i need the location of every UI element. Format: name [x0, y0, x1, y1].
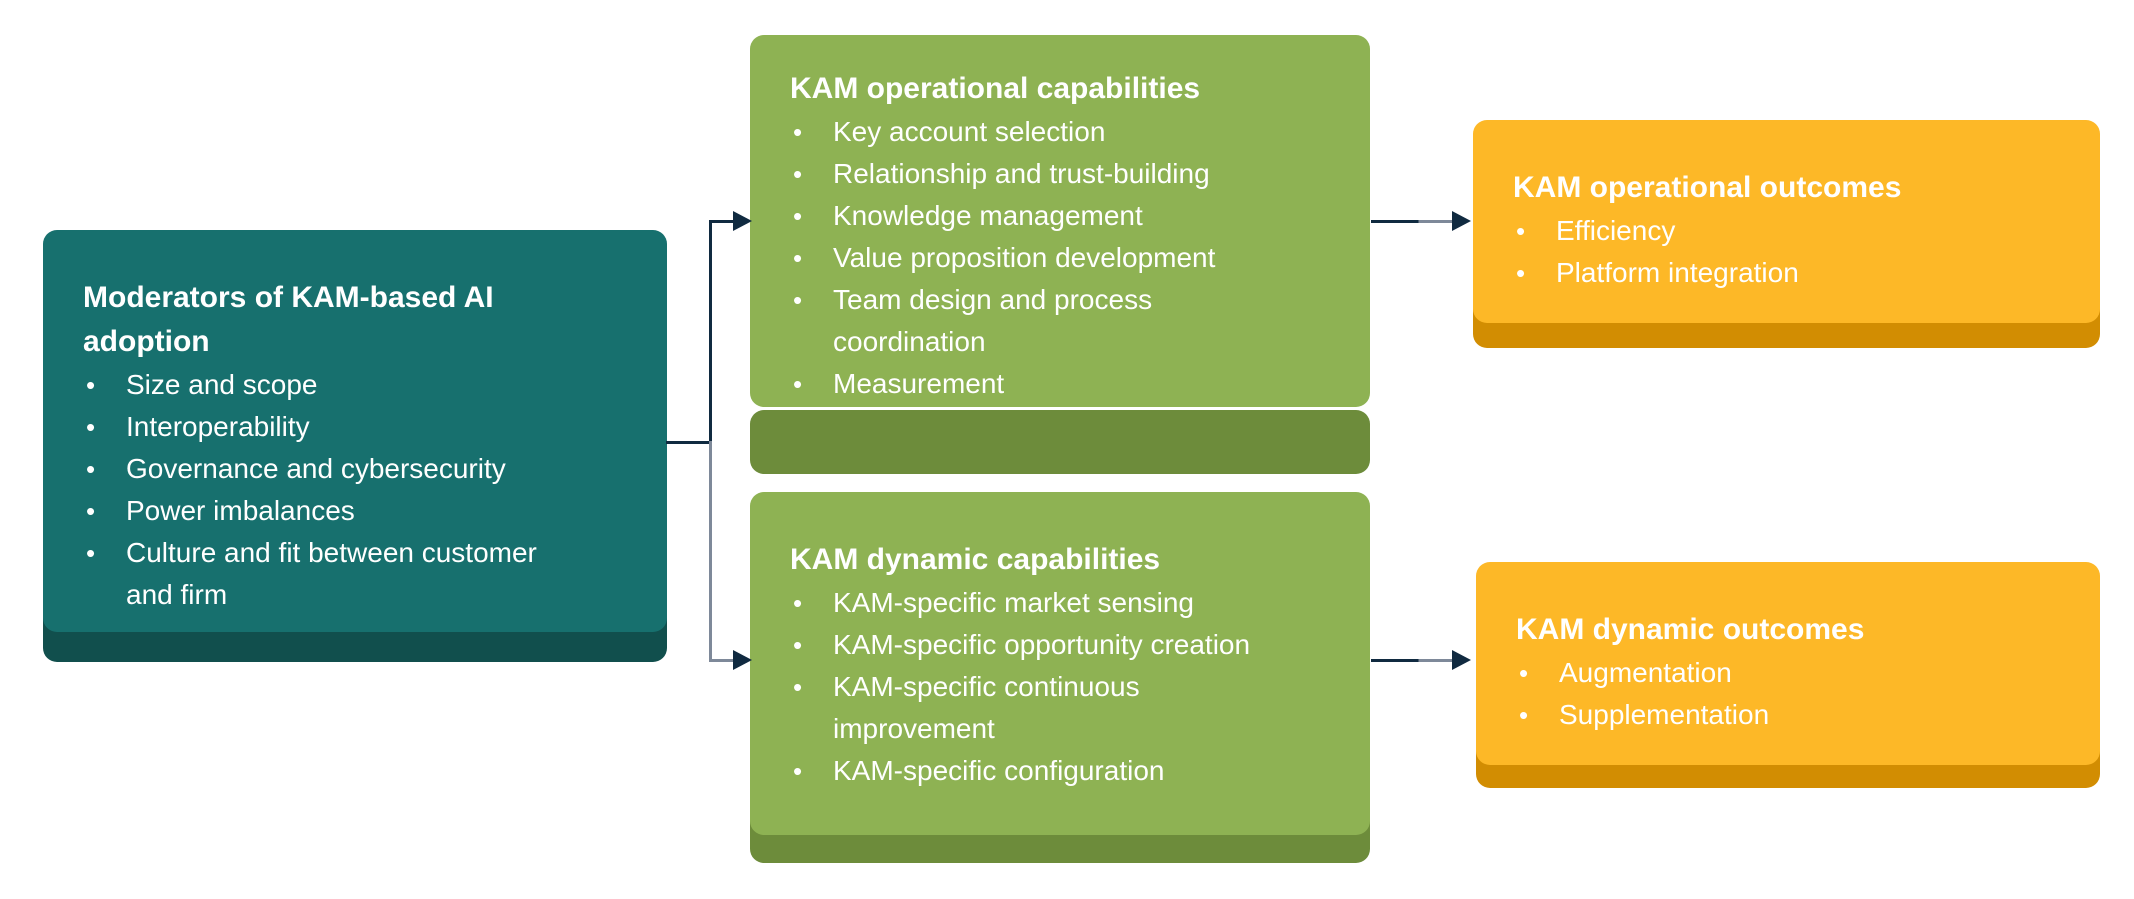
bullet-text: Governance and cybersecurity: [126, 453, 506, 484]
bullet-marker-icon: •: [86, 496, 96, 526]
connector-moderators-stub: [666, 441, 710, 444]
moderators-box: Moderators of KAM-based AI adoption • Siz…: [43, 230, 667, 662]
bullet-marker-icon: •: [793, 672, 803, 702]
bullet-item: • Efficiency: [1513, 210, 2050, 252]
bullet-text: KAM-specific market sensing: [833, 587, 1195, 618]
operational-capabilities-box-face: KAM operational capabilities • Key accoun…: [750, 35, 1370, 407]
bullet-marker-icon: •: [793, 369, 803, 399]
arrowhead-icon-operational-capabilities: [733, 211, 752, 231]
bullet-text: Relationship and trust-building: [833, 158, 1210, 189]
bullet-item: • Knowledge management: [790, 195, 1253, 237]
dynamic-capabilities-box: KAM dynamic capabilities • KAM-specific m…: [750, 492, 1370, 863]
dynamic-outcomes-box: KAM dynamic outcomes • Augmentation • Suppl…: [1476, 562, 2100, 788]
bullet-item: • Value proposition development: [790, 237, 1253, 279]
connector-dynamic-capabilities-to-outcomes: [1371, 659, 1453, 662]
arrowhead-icon-dynamic-capabilities: [733, 650, 752, 670]
connector-to-operational-capabilities: [711, 220, 735, 223]
dynamic-capabilities-box-face: KAM dynamic capabilities • KAM-specific m…: [750, 492, 1370, 835]
dynamic-capabilities-bullet-list: • KAM-specific market sensing • KAM-specifi…: [790, 582, 1253, 792]
operational-outcomes-box: KAM operational outcomes • Efficiency • Pla…: [1473, 120, 2100, 348]
bullet-item: • Key account selection: [790, 111, 1253, 153]
bullet-text: Supplementation: [1559, 699, 1770, 730]
bullet-text: Augmentation: [1559, 657, 1732, 688]
bullet-text: Key account selection: [833, 116, 1106, 147]
bullet-item: • Supplementation: [1516, 694, 2050, 736]
bullet-marker-icon: •: [1516, 258, 1526, 288]
dynamic-capabilities-box-title: KAM dynamic capabilities: [790, 543, 1161, 576]
bullet-marker-icon: •: [793, 117, 803, 147]
dynamic-outcomes-box-title: KAM dynamic outcomes: [1516, 613, 1865, 646]
bullet-item: • Augmentation: [1516, 652, 2050, 694]
arrowhead-icon-dynamic-outcomes: [1452, 650, 1471, 670]
bullet-text: Power imbalances: [126, 495, 355, 526]
bullet-item: • KAM-specific market sensing: [790, 582, 1253, 624]
bullet-marker-icon: •: [793, 243, 803, 273]
bullet-marker-icon: •: [793, 201, 803, 231]
bullet-item: • KAM-specific configuration: [790, 750, 1253, 792]
bullet-text: Measurement: [833, 368, 1005, 399]
bullet-marker-icon: •: [793, 756, 803, 786]
bullet-marker-icon: •: [86, 538, 96, 568]
bullet-text: Value proposition development: [833, 242, 1216, 273]
bullet-text: Size and scope: [126, 369, 318, 400]
bullet-text: Interoperability: [126, 411, 310, 442]
moderators-box-title: Moderators of KAM-based AI adoption: [83, 281, 494, 358]
bullet-marker-icon: •: [793, 159, 803, 189]
bullet-item: • KAM-specific opportunity creation: [790, 624, 1253, 666]
bullet-text: Knowledge management: [833, 200, 1143, 231]
bullet-text: Culture and fit between customer and fir…: [126, 537, 537, 610]
operational-capabilities-box-title: KAM operational capabilities: [790, 72, 1201, 105]
connector-operational-capabilities-to-outcomes: [1371, 220, 1453, 223]
bullet-text: Platform integration: [1556, 257, 1799, 288]
bullet-item: • Size and scope: [83, 364, 556, 406]
bullet-item: • Interoperability: [83, 406, 556, 448]
bullet-marker-icon: •: [793, 588, 803, 618]
bullet-item: • Measurement: [790, 363, 1253, 405]
bullet-text: KAM-specific continuous improvement: [833, 671, 1140, 744]
connector-branch-up: [709, 220, 712, 444]
moderators-bullet-list: • Size and scope • Interoperability • Governa…: [83, 364, 556, 616]
bullet-item: • Platform integration: [1513, 252, 2050, 294]
connector-to-dynamic-capabilities: [711, 659, 735, 662]
dynamic-outcomes-bullet-list: • Augmentation • Supplementation: [1516, 652, 2050, 736]
bullet-marker-icon: •: [86, 454, 96, 484]
bullet-marker-icon: •: [1519, 658, 1529, 688]
moderators-box-face: Moderators of KAM-based AI adoption • Siz…: [43, 230, 667, 632]
bullet-item: • Governance and cybersecurity: [83, 448, 556, 490]
arrowhead-icon-operational-outcomes: [1452, 211, 1471, 231]
operational-capabilities-box-base: [750, 410, 1370, 474]
bullet-marker-icon: •: [793, 630, 803, 660]
bullet-item: • Team design and process coordination: [790, 279, 1253, 363]
operational-capabilities-box: KAM operational capabilities • Key accoun…: [750, 35, 1370, 474]
dynamic-outcomes-box-face: KAM dynamic outcomes • Augmentation • Suppl…: [1476, 562, 2100, 765]
bullet-text: KAM-specific opportunity creation: [833, 629, 1251, 660]
connector-branch-down: [709, 441, 712, 662]
bullet-item: • KAM-specific continuous improvement: [790, 666, 1253, 750]
bullet-text: Team design and process coordination: [833, 284, 1153, 357]
operational-outcomes-bullet-list: • Efficiency • Platform integration: [1513, 210, 2050, 294]
bullet-marker-icon: •: [86, 412, 96, 442]
bullet-text: Efficiency: [1556, 215, 1676, 246]
bullet-marker-icon: •: [1519, 700, 1529, 730]
operational-outcomes-box-face: KAM operational outcomes • Efficiency • Pla…: [1473, 120, 2100, 323]
bullet-item: • Relationship and trust-building: [790, 153, 1253, 195]
bullet-marker-icon: •: [86, 370, 96, 400]
operational-capabilities-bullet-list: • Key account selection • Relationship and …: [790, 111, 1253, 405]
bullet-text: KAM-specific configuration: [833, 755, 1165, 786]
operational-outcomes-box-title: KAM operational outcomes: [1513, 171, 1902, 204]
bullet-marker-icon: •: [1516, 216, 1526, 246]
bullet-item: • Power imbalances: [83, 490, 556, 532]
bullet-item: • Culture and fit between customer and fi…: [83, 532, 556, 616]
bullet-marker-icon: •: [793, 285, 803, 315]
